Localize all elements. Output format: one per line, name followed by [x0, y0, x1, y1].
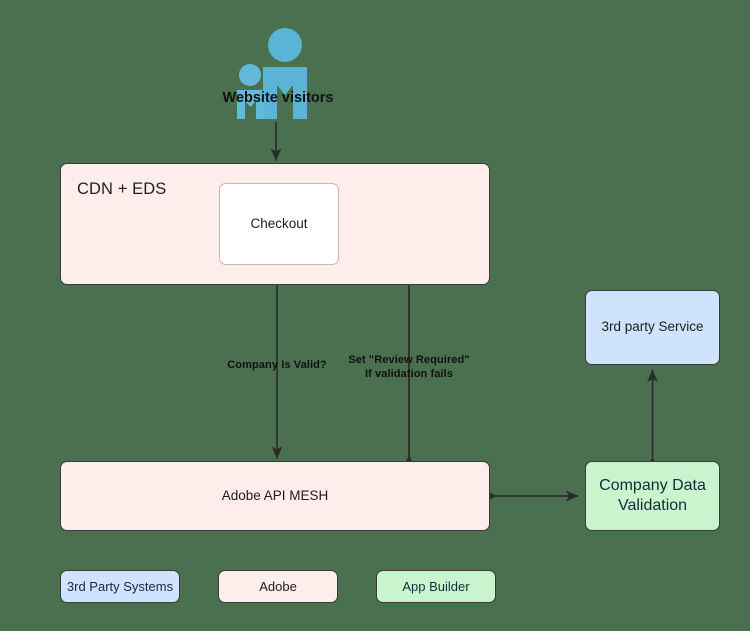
person-small-body: [237, 90, 264, 119]
node-adobe-api-mesh[interactable]: Adobe API MESH: [60, 461, 490, 531]
person-large-head: [268, 28, 302, 62]
legend-item-app-builder-label: App Builder: [402, 579, 470, 594]
edge-label-company-is-valid-text: Company Is Valid?: [227, 359, 327, 371]
node-company-data-validation-line2: Validation: [617, 497, 688, 514]
edge-label-review-required-line1: Set "Review Required": [348, 354, 470, 366]
person-large-body: [263, 67, 307, 119]
group-cdn-eds-label: CDN + EDS: [77, 180, 167, 198]
legend-item-adobe[interactable]: Adobe: [218, 570, 338, 603]
node-third-party-service[interactable]: 3rd party Service: [585, 290, 720, 365]
person-small-head: [239, 64, 261, 86]
node-adobe-api-mesh-label: Adobe API MESH: [221, 487, 329, 503]
legend-item-third-party-systems[interactable]: 3rd Party Systems: [60, 570, 180, 603]
legend-item-third-party-systems-label: 3rd Party Systems: [66, 579, 174, 594]
legend-item-app-builder[interactable]: App Builder: [376, 570, 496, 603]
people-glyph: [237, 28, 307, 119]
node-checkout[interactable]: Checkout: [219, 183, 339, 265]
node-third-party-service-label: 3rd party Service: [601, 319, 704, 335]
edge-label-company-is-valid: Company Is Valid?: [215, 358, 339, 372]
visitors-caption-line2: visitors: [281, 90, 334, 106]
website-visitors-caption: Website visitors: [218, 90, 338, 108]
visitors-caption-line1: Website: [222, 90, 278, 106]
legend: 3rd Party Systems Adobe App Builder: [60, 570, 496, 603]
node-company-data-validation[interactable]: Company Data Validation: [585, 461, 720, 531]
edge-label-review-required: Set "Review Required" If validation fail…: [344, 353, 474, 382]
legend-item-adobe-label: Adobe: [259, 579, 297, 594]
website-visitors-icon: [233, 27, 323, 122]
node-company-data-validation-line1: Company Data: [599, 477, 706, 495]
node-checkout-label: Checkout: [250, 215, 308, 231]
edge-label-review-required-line2: If validation fails: [364, 368, 454, 381]
